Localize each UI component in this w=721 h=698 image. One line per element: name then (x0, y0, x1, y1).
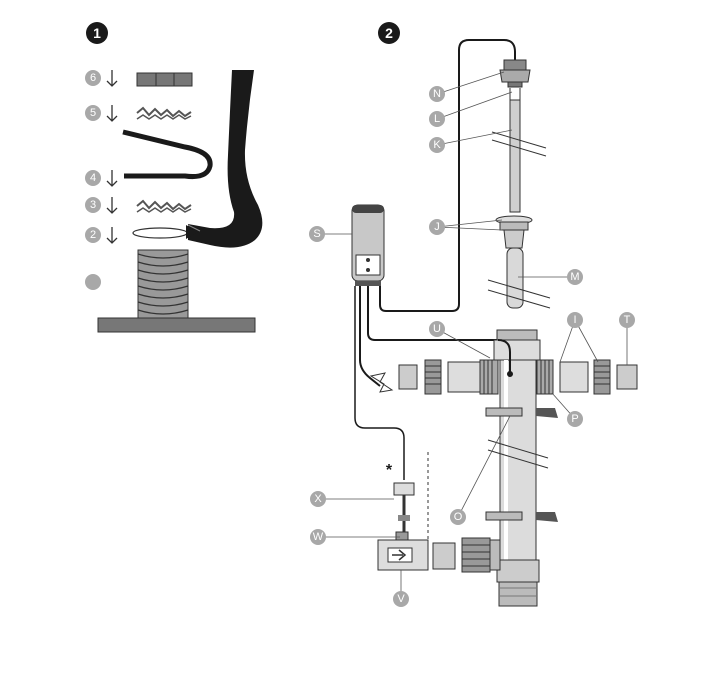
part-badge-x: X (310, 491, 326, 507)
seal-step-1-badge (85, 274, 101, 290)
seal-step-6: 6 (85, 70, 118, 87)
quartz-sleeve (487, 215, 551, 309)
part-label: L (434, 113, 440, 125)
part-label: V (397, 593, 405, 605)
part-label: P (571, 413, 578, 425)
part-badge-j: J (429, 219, 445, 235)
seal-step-3: 3 (85, 197, 118, 214)
sensor-cable (354, 286, 405, 480)
part-label: N (433, 88, 441, 100)
part-badge-l: L (429, 111, 445, 127)
part-badge-p: P (567, 411, 583, 427)
part-label: S (313, 228, 320, 240)
right-port (536, 359, 638, 395)
part-badge-o: O (450, 509, 466, 525)
control-box (351, 204, 385, 286)
seal-step-4: 4 (85, 170, 118, 187)
seal-step-label: 5 (90, 107, 96, 119)
uv-lamp-cable (379, 39, 516, 312)
seal-step-label: 4 (90, 172, 96, 184)
seal-step-label: 3 (90, 199, 96, 211)
part-label: K (433, 139, 441, 151)
step-badge-2 (378, 22, 400, 44)
nut-part (136, 72, 193, 87)
tube-cable (188, 70, 263, 248)
part-label: J (434, 221, 440, 233)
part-badge-i: I (567, 312, 583, 328)
step-number-1: 1 (93, 25, 101, 41)
seal-step-2: 2 (85, 227, 118, 244)
part-badge-u: U (429, 321, 445, 337)
hook-cable (122, 129, 213, 179)
step-badge-1 (86, 22, 108, 44)
flow-arrow-icon (392, 549, 407, 561)
uv-lamp (491, 88, 547, 213)
flow-sensor (393, 482, 415, 496)
seal-step-label: 2 (90, 229, 96, 241)
left-port (398, 359, 499, 395)
leader-lines (317, 71, 628, 599)
part-badge-m: M (567, 269, 583, 285)
seal-step-5: 5 (85, 105, 118, 122)
part-label: U (433, 323, 441, 335)
part-badge-n: N (429, 86, 445, 102)
seal-tape-upper (136, 106, 192, 118)
threaded-fitting (97, 249, 256, 333)
part-badge-s: S (309, 226, 325, 242)
part-badge-v: V (393, 591, 409, 607)
panel-2: 2 (309, 22, 638, 607)
lamp-cap (499, 59, 531, 88)
part-label: X (314, 493, 322, 505)
washer-ring (132, 227, 188, 239)
part-badge-t: T (619, 312, 635, 328)
part-label: W (313, 531, 324, 543)
panel-1: 1 6 5 4 3 2 (85, 22, 263, 333)
uv-chamber (485, 329, 558, 607)
lightning-icon (369, 372, 394, 393)
step-number-2: 2 (385, 25, 393, 41)
seal-step-label: 6 (90, 72, 96, 84)
seal-tape-lower (136, 199, 192, 211)
inlet-pipe (377, 531, 501, 573)
part-label: M (570, 271, 579, 283)
asterisk-note: * (386, 462, 393, 479)
part-label: O (454, 511, 463, 523)
part-badge-k: K (429, 137, 445, 153)
part-label: T (624, 314, 631, 326)
part-badge-w: W (310, 529, 326, 545)
part-label: I (573, 314, 576, 326)
